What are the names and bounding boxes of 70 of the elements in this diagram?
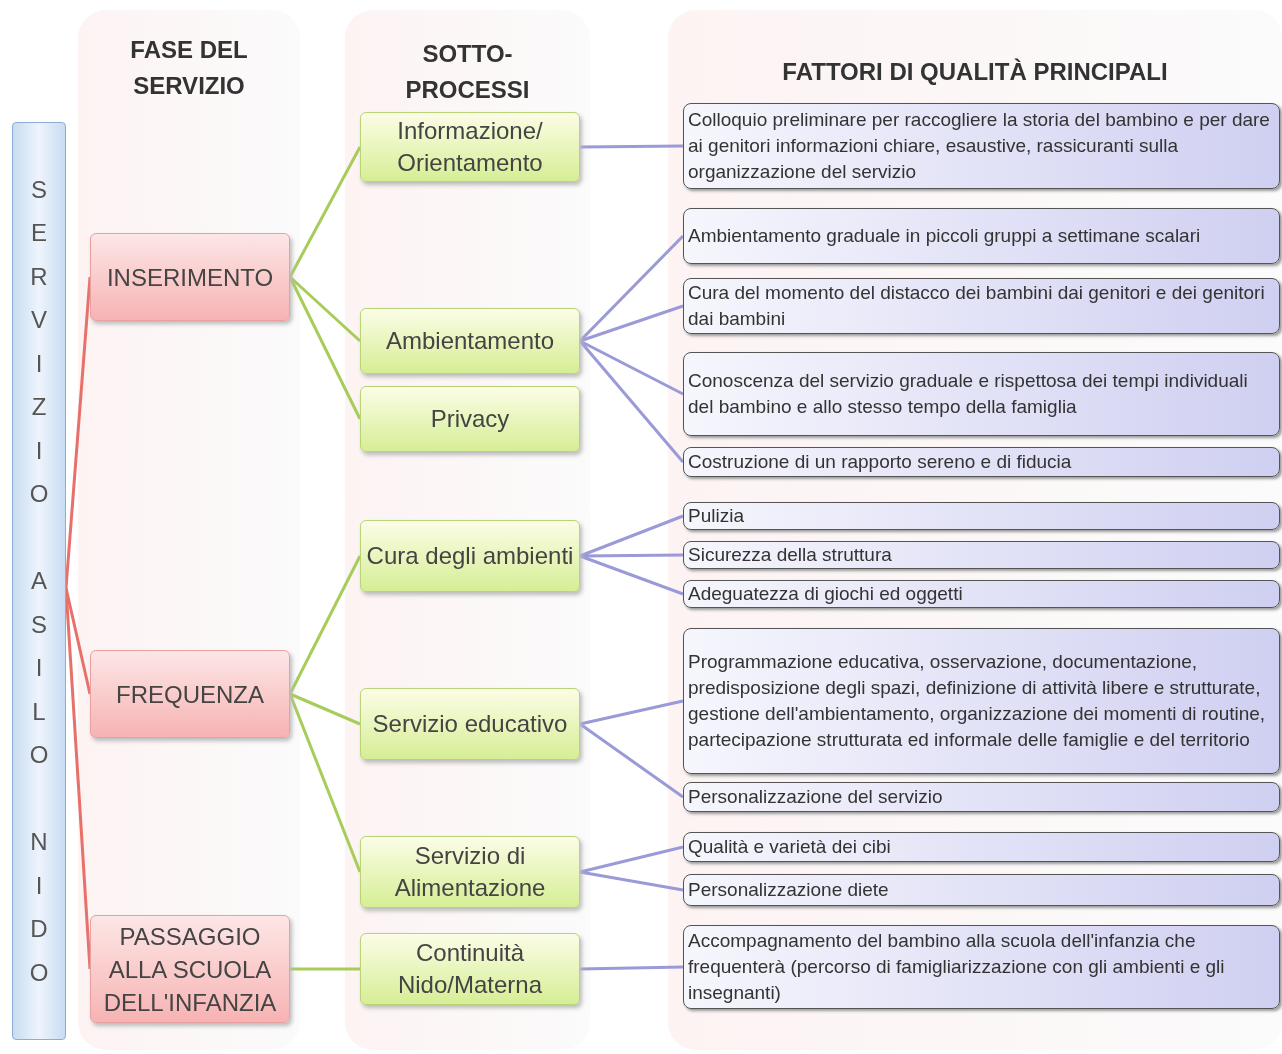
column-heading: FATTORI DI QUALITÀ PRINCIPALI	[781, 57, 1169, 87]
connector-line	[289, 275, 361, 343]
quality-factor-box	[683, 874, 1280, 906]
quality-factor-box	[683, 832, 1280, 862]
connector-line	[288, 693, 362, 873]
connector-line	[578, 340, 685, 463]
box-text: Qualità e varietà dei cibi	[688, 835, 891, 859]
box-text: Servizio educativo	[372, 709, 568, 739]
column-band	[668, 10, 1282, 1050]
box-text: Ambientamento	[385, 326, 555, 356]
quality-factor-box	[683, 628, 1280, 774]
column-band	[78, 10, 300, 1050]
quality-factor-box	[683, 502, 1280, 530]
connector-line	[290, 967, 360, 971]
subprocess-box	[360, 112, 580, 182]
box-text: Servizio di Alimentazione	[393, 841, 547, 903]
quality-factor-box	[683, 925, 1280, 1009]
box-text: PASSAGGIO ALLA SCUOLA DELL'INFANZIA	[102, 921, 278, 1018]
connector-line	[579, 699, 684, 726]
box-text: Cura degli ambienti	[366, 541, 574, 571]
phase-box	[90, 650, 290, 738]
subprocess-box	[360, 688, 580, 760]
box-text: Personalizzazione diete	[688, 878, 889, 902]
box-text: Accompagnamento del bambino alla scuola dell'infanzia che frequenterà (percorso di famigliarizzazione con gli ambienti e gli insegnanti)	[688, 929, 1226, 1005]
box-text: Programmazione educativa, osservazione, documentazione, predisposizione degli spazi, definizione di attività libere e strutturate, gestione dell'ambientamento, organizzazione dei momenti di routine, partecipazione strutturata ed informale delle famiglie e del territorio	[688, 650, 1267, 752]
subprocess-box	[360, 836, 580, 908]
quality-factor-box	[683, 782, 1280, 812]
subprocess-box	[360, 386, 580, 452]
box-text: Conoscenza del servizio graduale e rispettosa dei tempi individuali del bambino e allo stesso tempo della famiglia	[688, 369, 1249, 419]
box-text: FREQUENZA	[116, 679, 264, 710]
box-text: Colloquio preliminare per raccogliere la storia del bambino e per dare ai genitori informazioni chiare, esaustive, rassicuranti sulla organizzazione del servizio	[688, 108, 1271, 184]
connector-line	[579, 870, 684, 892]
connector-line	[289, 692, 361, 726]
box-text: Ambientamento graduale in piccoli gruppi a settimane scalari	[688, 224, 1201, 248]
connector-line	[579, 845, 684, 874]
box-text: Cura del momento del distacco dei bambini dai genitori e dei genitori dai bambini	[688, 281, 1266, 331]
connector-line	[288, 555, 362, 695]
connector-line	[579, 304, 684, 343]
phase-box	[90, 915, 290, 1023]
column-heading: SOTTO-PROCESSI	[404, 39, 531, 105]
box-text: Continuità Nido/Materna	[396, 938, 544, 1000]
box-text: Costruzione di un rapporto sereno e di fiducia	[688, 450, 1072, 474]
connector-line	[580, 144, 683, 149]
box-text: Privacy	[430, 404, 510, 434]
connector-line	[64, 587, 92, 970]
quality-factor-box	[683, 208, 1280, 264]
subprocess-box	[360, 933, 580, 1005]
box-text: Personalizzazione del servizio	[688, 785, 943, 809]
column-heading: FASE DEL SERVIZIO	[129, 35, 249, 101]
connector-line	[288, 146, 362, 278]
connector-line	[579, 554, 684, 596]
box-text: Informazione/ Orientamento	[396, 116, 544, 178]
connector-line	[579, 965, 684, 971]
box-text: Pulizia	[688, 504, 744, 528]
subprocess-box	[360, 520, 580, 592]
box-text: Adeguatezza di giochi ed oggetti	[688, 582, 963, 606]
box-text: Sicurezza della struttura	[688, 543, 892, 567]
quality-factor-box	[683, 352, 1280, 436]
quality-factor-box	[683, 447, 1280, 477]
box-text: INSERIMENTO	[106, 262, 274, 293]
connector-line	[64, 276, 92, 589]
quality-factor-box	[683, 541, 1280, 569]
vertical-title: SERVIZIO ASILO NIDO	[28, 174, 50, 988]
phase-box	[90, 233, 290, 321]
quality-factor-box	[683, 580, 1280, 608]
column-band	[345, 10, 590, 1050]
connector-line	[579, 339, 684, 396]
subprocess-box	[360, 308, 580, 374]
vertical-title-bar	[12, 122, 66, 1040]
connector-line	[579, 722, 684, 799]
